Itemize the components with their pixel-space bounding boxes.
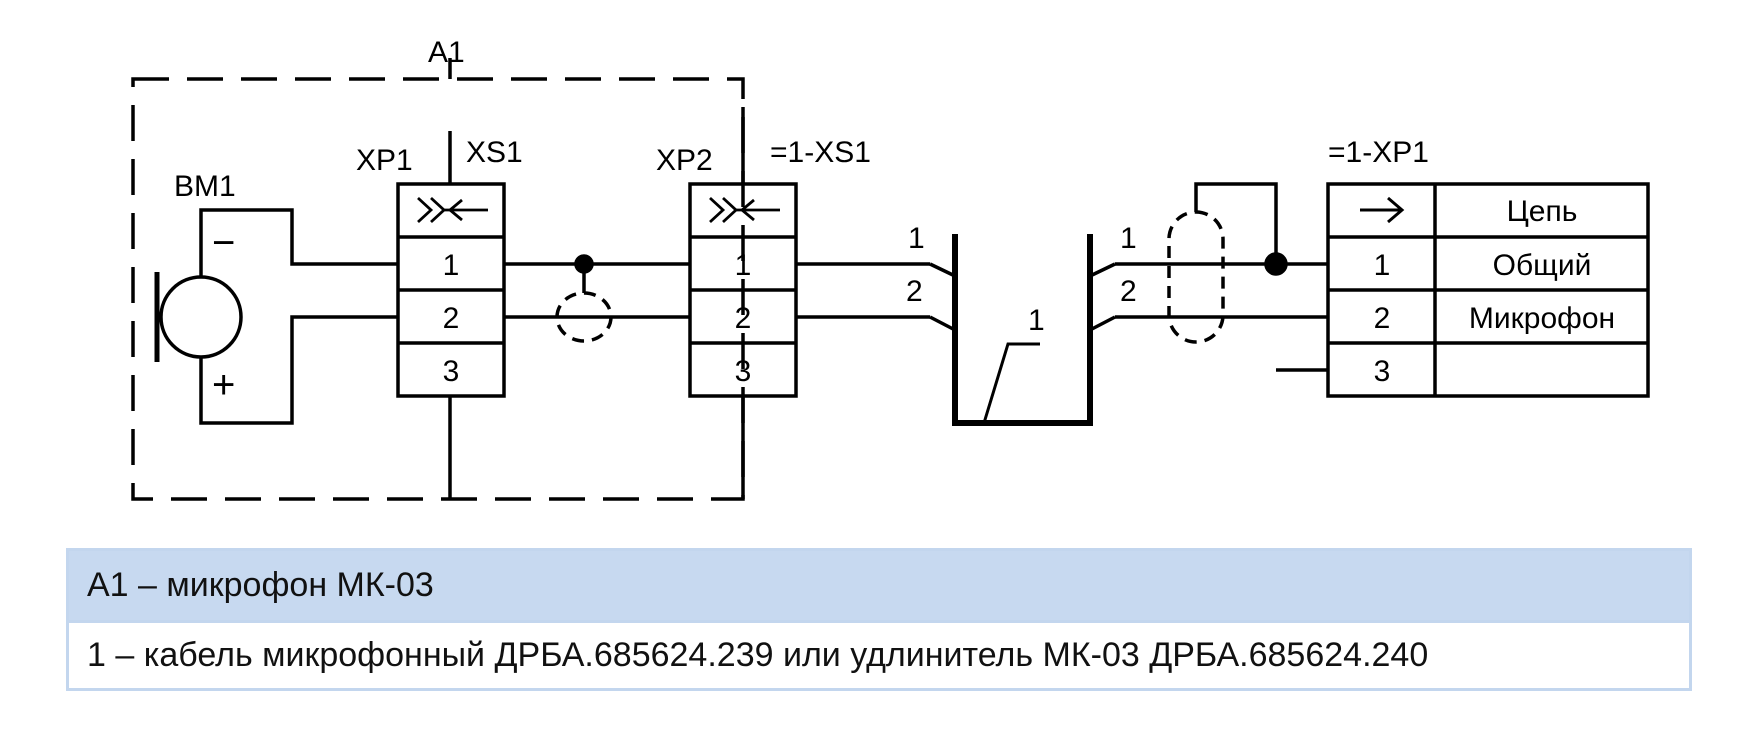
wiring-diagram: A1 BM1 − + XP1 XS1 XP2 =1-XS1 1 2 3 1 2 …	[131, 36, 1650, 501]
connector-ext-xp1-table	[1326, 182, 1650, 398]
ext-xp1-pin-label: 3	[1374, 355, 1391, 388]
cable-wire-label: 2	[906, 275, 923, 308]
assembly-ref-label: A1	[428, 36, 465, 69]
connector-pair-icon	[709, 196, 780, 224]
ext-xp1-circuit-label: Микрофон	[1469, 302, 1615, 335]
mic-plus-label: +	[212, 363, 235, 407]
legend-text: А1 – микрофон МК-03	[87, 566, 434, 604]
xs1-ref-label: XS1	[466, 136, 523, 169]
ext-xp1-circuit-label: Общий	[1493, 249, 1592, 282]
shield-icon	[555, 291, 613, 343]
xp2-ref-label: XP2	[656, 144, 713, 177]
legend-text: 1 – кабель микрофонный ДРБА.685624.239 и…	[87, 636, 1429, 674]
ext-xp1-ref-label: =1-XP1	[1328, 136, 1429, 169]
xp2-pin-label: 2	[735, 302, 752, 335]
shield-icon	[1167, 210, 1225, 344]
cable-wire-label: 1	[1120, 222, 1137, 255]
legend-row-assembly: А1 – микрофон МК-03	[69, 551, 1689, 620]
ext-xs1-ref-label: =1-XS1	[770, 136, 871, 169]
cable-1	[952, 234, 1093, 426]
xp2-pin-label: 3	[735, 355, 752, 388]
xp1-ref-label: XP1	[356, 144, 413, 177]
xp2-pin-label: 1	[735, 249, 752, 282]
microphone-icon	[154, 272, 243, 362]
cable-ref-label: 1	[1028, 304, 1045, 337]
arrow-right-icon	[1360, 196, 1405, 224]
connector-pair-icon	[417, 196, 488, 224]
xp1-pin-label: 3	[443, 355, 460, 388]
ext-xp1-header-label: Цепь	[1507, 195, 1578, 228]
legend-table: А1 – микрофон МК-03 1 – кабель микрофонн…	[66, 548, 1692, 691]
ext-xp1-pin-label: 2	[1374, 302, 1391, 335]
xp1-pin-label: 2	[443, 302, 460, 335]
cable-wire-label: 1	[908, 222, 925, 255]
mic-minus-label: −	[212, 221, 235, 265]
legend-row-cable: 1 – кабель микрофонный ДРБА.685624.239 и…	[69, 620, 1689, 688]
cable-wire-label: 2	[1120, 275, 1137, 308]
mic-ref-label: BM1	[174, 170, 236, 203]
ext-xp1-pin-label: 1	[1374, 249, 1391, 282]
xp1-pin-label: 1	[443, 249, 460, 282]
